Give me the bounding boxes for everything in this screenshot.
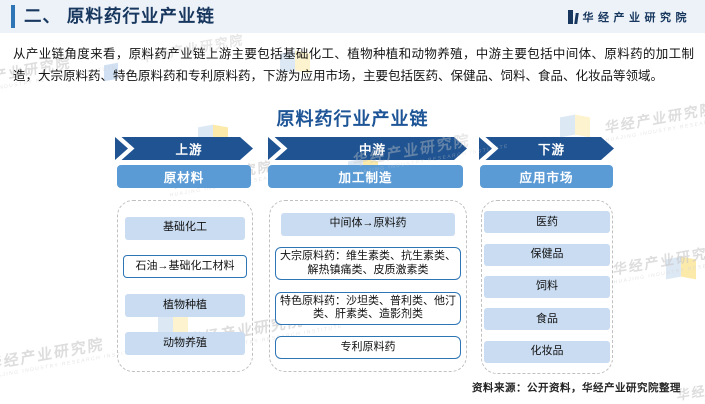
brand-logo-icon: [567, 9, 579, 24]
chain-item: 化妆品: [484, 340, 610, 363]
stage-label: 上游: [175, 143, 203, 157]
stage-arrow-banner: 下游: [479, 137, 614, 160]
source-note: 资料来源：公开资料，华经产业研究院整理: [472, 382, 681, 394]
chain-item: 基础化工: [125, 216, 245, 240]
chevron-arrow-shape: [268, 137, 467, 160]
brand-logo-text: 华经产业研究院: [582, 11, 691, 24]
chain-item: 特色原料药：沙坦类、普利类、他汀类、肝素类、造影剂类: [275, 291, 461, 325]
chain-item: 饲料: [484, 275, 610, 298]
stage-label: 中游: [358, 143, 386, 157]
intro-paragraph: 从产业链角度来看，原料药产业链上游主要包括基础化工、植物种植和动物养殖，中游主要…: [13, 47, 694, 83]
chain-item: 专利原料药: [275, 336, 461, 360]
chain-item: 大宗原料药：维生素类、抗生素类、解热镇痛类、皮质激素类: [275, 247, 461, 281]
title-accent-bar: [11, 5, 15, 28]
chain-items-box: 基础化工石油→基础化工材料植物种植动物养殖: [117, 200, 253, 372]
category-bar: 原材料: [117, 165, 251, 188]
chain-item: 中间体→原料药: [281, 212, 455, 236]
chain-item: 医药: [484, 211, 610, 234]
category-bar: 加工制造: [268, 165, 463, 188]
chain-items-box: 医药保健品饲料食品化妆品: [481, 200, 613, 374]
stage-arrow-banner: 上游: [115, 137, 253, 160]
category-bar: 应用市场: [480, 165, 613, 188]
header-bar: 二、 原料药行业产业链 华经产业研究院: [0, 0, 705, 33]
chain-item: 石油→基础化工材料: [123, 255, 247, 279]
page-title: 二、 原料药行业产业链: [24, 6, 215, 26]
chain-item: 食品: [484, 308, 610, 331]
chain-item: 保健品: [484, 243, 610, 266]
stage-label: 下游: [537, 143, 565, 157]
stage-arrow-banner: 中游: [268, 137, 467, 160]
brand-logo: 华经产业研究院: [567, 0, 692, 33]
chain-items-box: 中间体→原料药大宗原料药：维生素类、抗生素类、解热镇痛类、皮质激素类特色原料药：…: [269, 200, 467, 372]
chain-item: 动物养殖: [125, 332, 245, 356]
chain-item: 植物种植: [125, 293, 245, 317]
diagram-title: 原料药行业产业链: [276, 109, 429, 129]
chevron-arrow-shape: [479, 137, 614, 160]
chevron-arrow-shape: [115, 137, 253, 160]
